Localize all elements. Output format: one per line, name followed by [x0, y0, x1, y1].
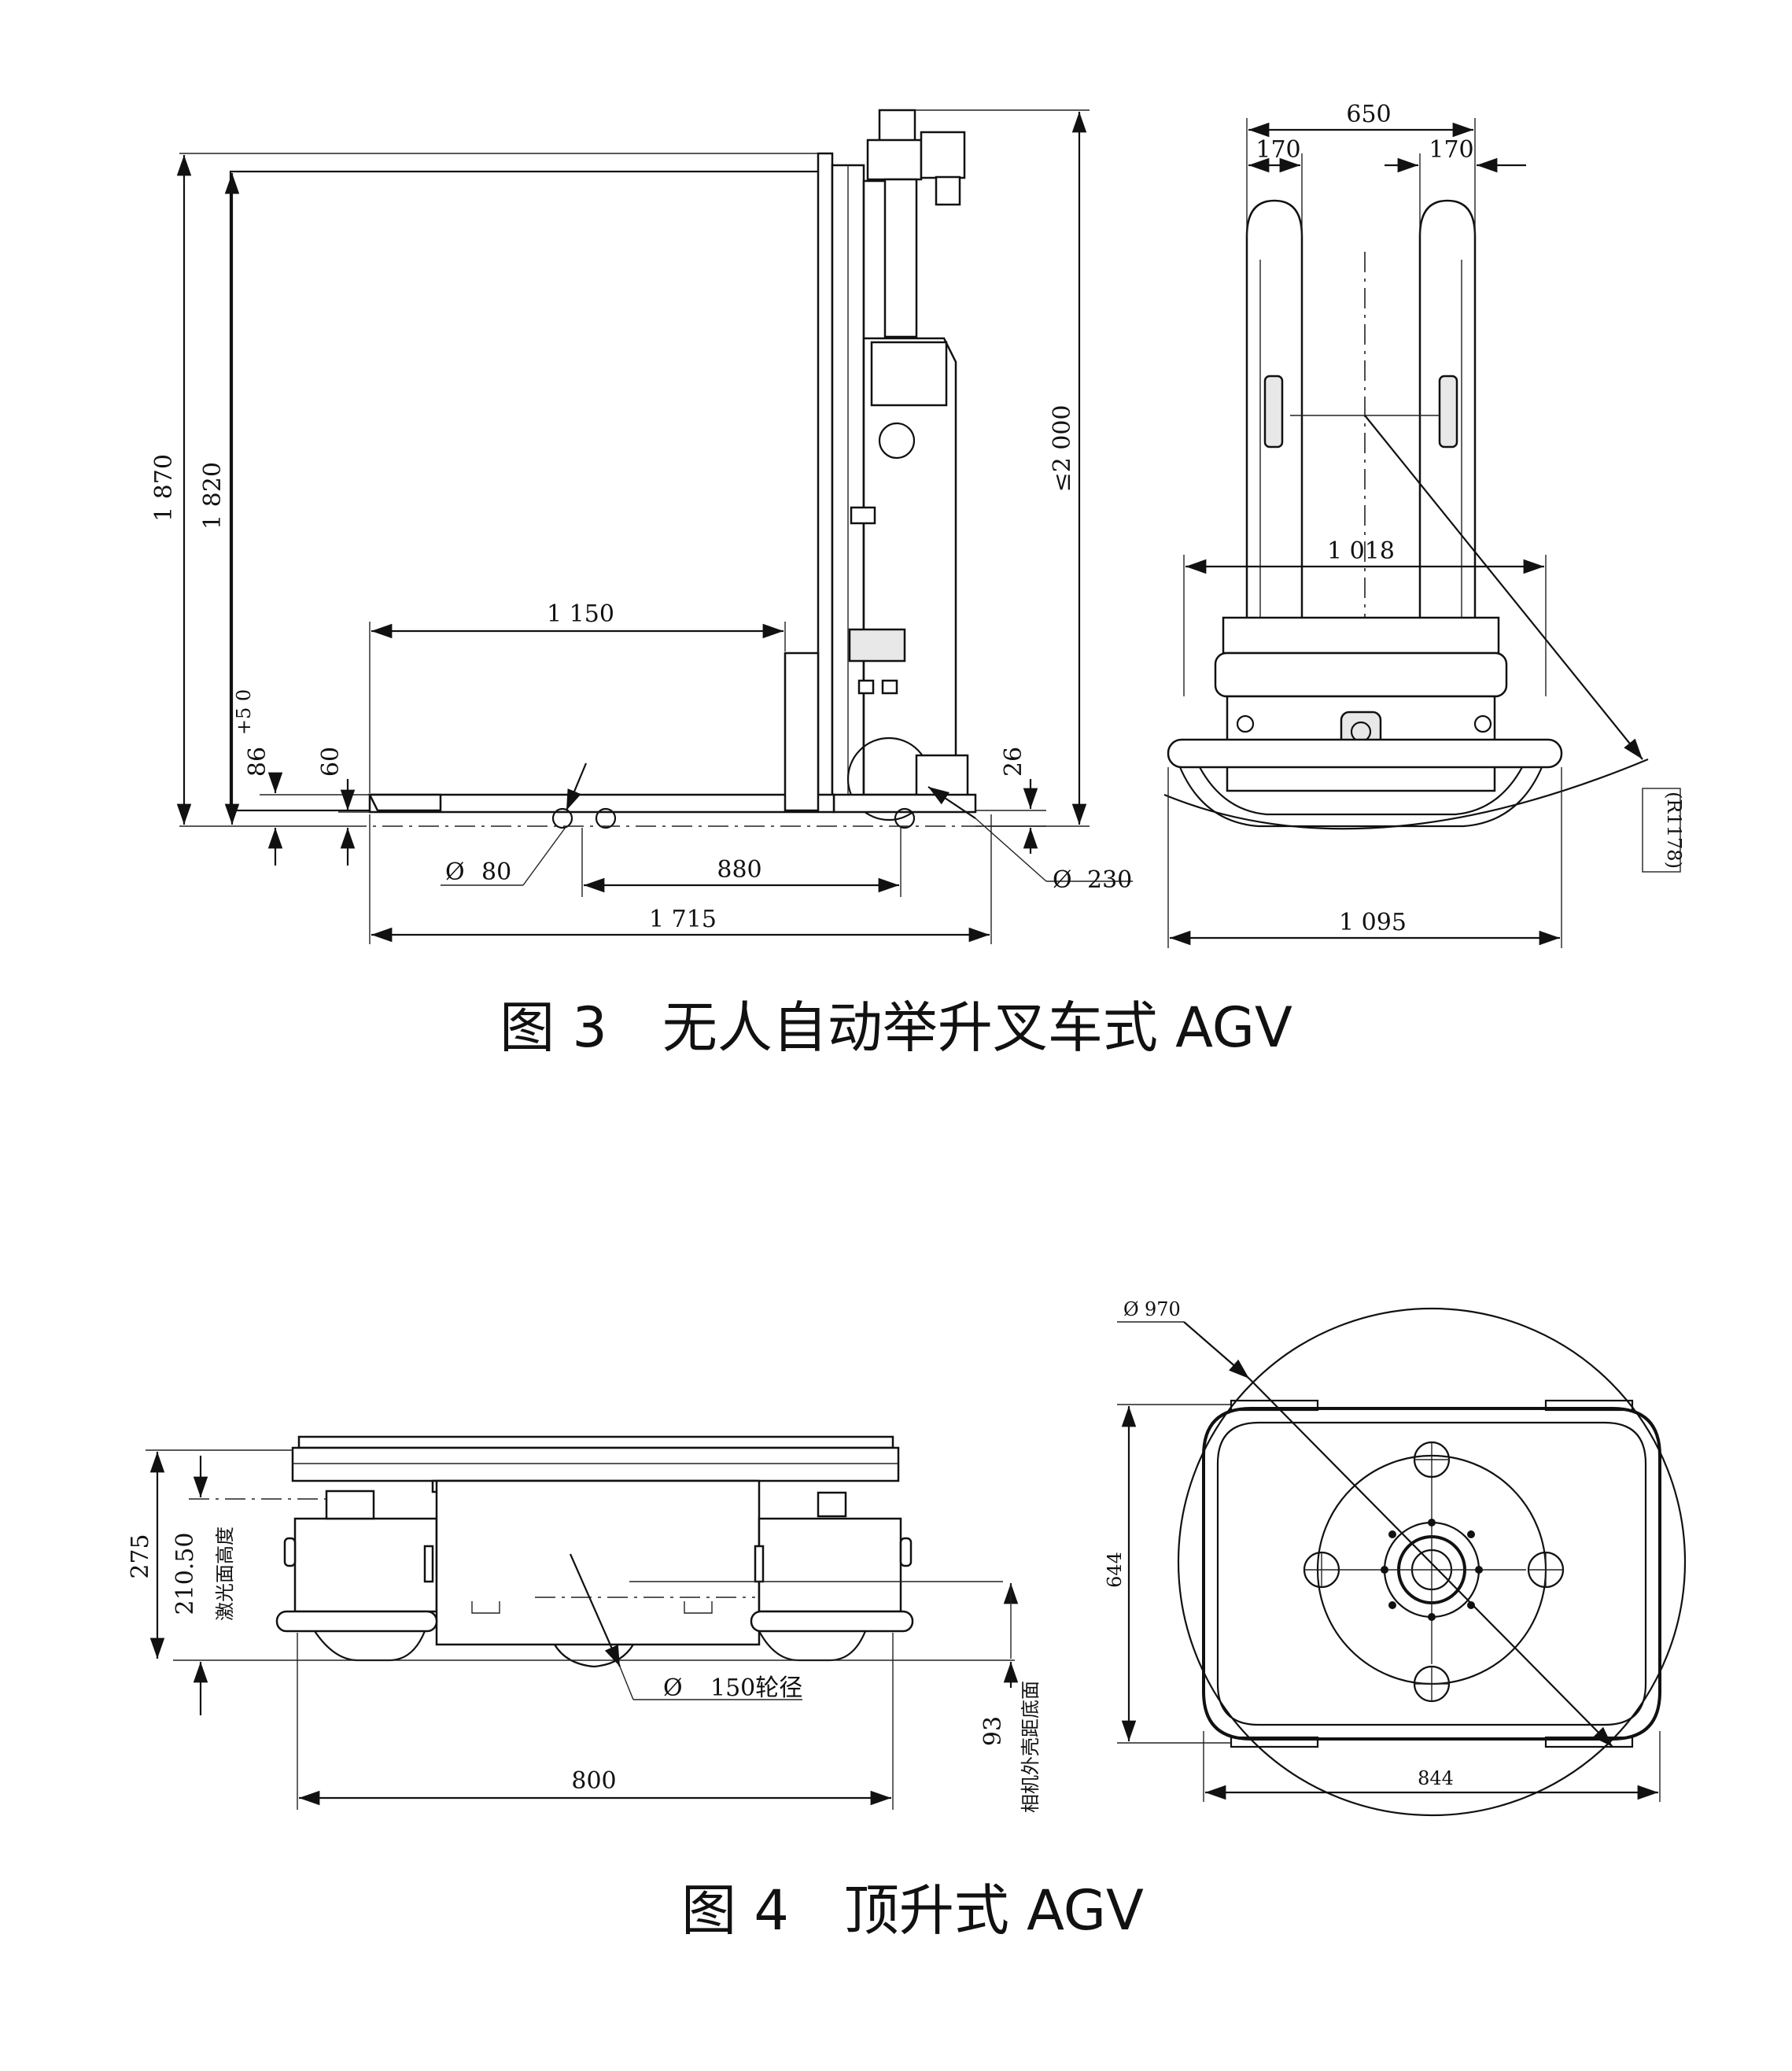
- load-wheel: [595, 807, 617, 829]
- dim-644: 644: [1104, 1552, 1126, 1588]
- dim-170-right: 170: [1429, 136, 1473, 164]
- load-box-outline: [229, 170, 830, 812]
- bumper: [1167, 738, 1563, 769]
- figure4-caption: 图 4 顶升式 AGV: [681, 1878, 1144, 1943]
- dim-1820: 1 820: [199, 462, 227, 530]
- dim-880: 880: [717, 856, 761, 884]
- dim-phi230: 230: [1087, 866, 1132, 894]
- drive-wheel: [554, 1644, 634, 1668]
- dim-650: 650: [1346, 101, 1391, 128]
- fig4-side-view: 275 210.50 激光面高度 Ø 150轮径 93 相机外壳距底面 800: [127, 1435, 1042, 1813]
- label-laser-height: 激光面高度: [214, 1526, 236, 1621]
- lift-plate: [291, 1446, 900, 1482]
- rotation-circle: [1177, 1307, 1687, 1817]
- body-left: [293, 1517, 438, 1613]
- dim-1018: 1 018: [1327, 537, 1395, 565]
- dim-93: 93: [979, 1716, 1007, 1746]
- diameter-icon: Ø: [663, 1674, 683, 1702]
- lidar: [325, 1490, 375, 1520]
- dim-phi970: 970: [1145, 1298, 1181, 1320]
- fan-vent-icon: [878, 422, 916, 460]
- dim-phi80: 80: [481, 858, 511, 886]
- dim-1150: 1 150: [547, 600, 614, 628]
- dim-86: 86: [244, 747, 271, 777]
- dim-275: 275: [127, 1534, 154, 1578]
- dim-1870: 1 870: [150, 454, 178, 522]
- diameter-icon: Ø: [445, 858, 465, 886]
- dim-60: 60: [317, 747, 345, 777]
- fig3-front-view: 650 170 170 1 018 (R1178) 1 095: [1163, 101, 1685, 948]
- diameter-icon: Ø: [1123, 1298, 1139, 1320]
- dim-844: 844: [1418, 1767, 1454, 1789]
- dim-170-left: 170: [1256, 136, 1300, 164]
- dim-tolerance: +5 0: [233, 689, 255, 735]
- label-camera-housing: 相机外壳距底面: [1020, 1681, 1042, 1813]
- dim-210-50: 210.50: [171, 1533, 199, 1615]
- dim-26: 26: [1000, 747, 1027, 777]
- fig3-side-view: 1 870 1 820 1 150 86 +5 0 60 26 ≤2 000: [150, 109, 1133, 944]
- body-right: [758, 1517, 902, 1613]
- body-housing: [862, 337, 957, 796]
- dim-1095: 1 095: [1339, 909, 1407, 936]
- chassis-outline: [1202, 1407, 1661, 1741]
- chassis: [1214, 652, 1508, 698]
- dim-1715: 1 715: [649, 906, 717, 933]
- sensor-head: [878, 109, 916, 143]
- dim-r1178: (R1178): [1663, 792, 1685, 869]
- control-panel: [848, 628, 906, 663]
- dim-phi150: 150轮径: [710, 1674, 802, 1702]
- fork: [368, 793, 835, 814]
- dim-2000: ≤2 000: [1049, 404, 1076, 492]
- body-center: [435, 1479, 761, 1646]
- dim-800: 800: [571, 1767, 616, 1795]
- diameter-icon: Ø: [1053, 866, 1072, 894]
- figure3-caption: 图 3 无人自动举升叉车式 AGV: [500, 995, 1292, 1060]
- fig4-top-view: Ø 970 644 844: [1104, 1298, 1687, 1817]
